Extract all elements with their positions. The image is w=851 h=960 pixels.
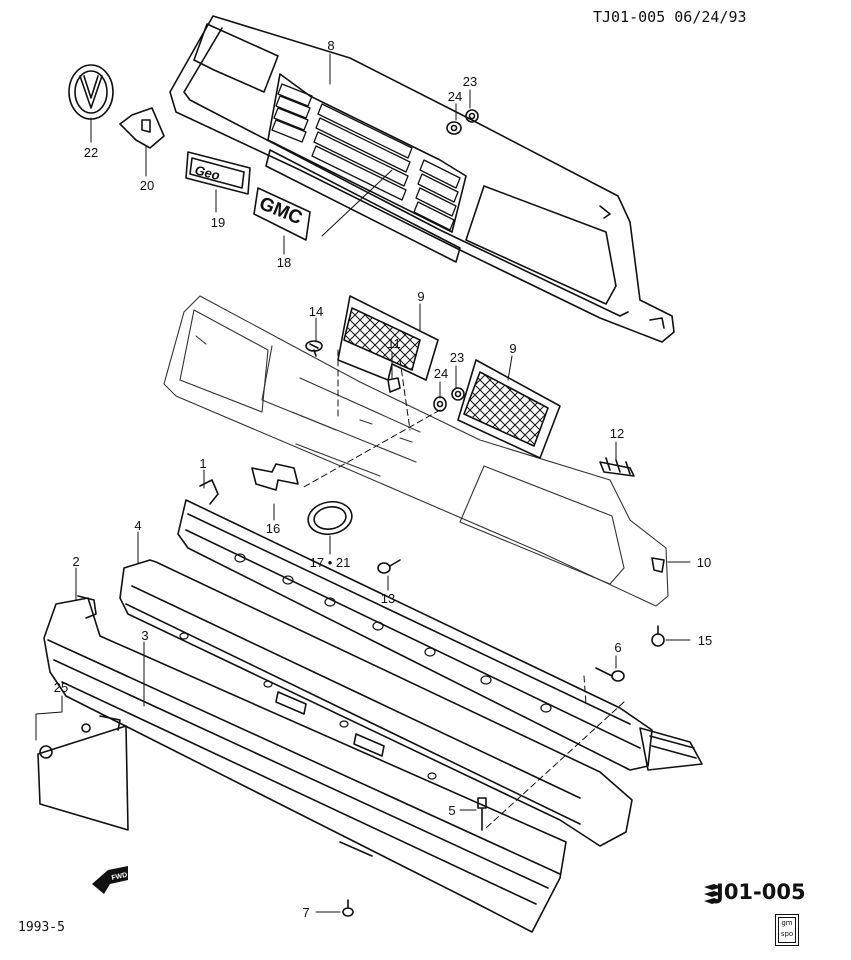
screw-part-13 — [377, 559, 401, 574]
gm-spo-logo-icon: gm spo — [775, 914, 799, 946]
callout-9a: 9 — [417, 289, 424, 304]
callout-18: 18 — [277, 255, 291, 270]
mesh-insert-part-9-right — [457, 359, 561, 459]
callout-4: 4 — [134, 518, 141, 533]
callout-16: 16 — [266, 521, 280, 536]
clip-nut-part-23-24-lower — [433, 387, 465, 412]
bowtie-emblem-part-16 — [251, 463, 299, 491]
oval-emblem-part-17-21 — [307, 500, 353, 536]
callout-23b: 23 — [450, 350, 464, 365]
drawing-reference: TJ01-005 06/24/93 — [593, 8, 747, 26]
suzuki-s-icon — [704, 884, 722, 904]
screw-part-14 — [305, 340, 323, 357]
gmc-badge-part-18 — [253, 187, 311, 241]
lower-grille-frame — [163, 295, 669, 607]
emblem-bracket-part-20 — [119, 107, 165, 149]
callout-11: 11 — [387, 336, 401, 351]
callout-13: 13 — [381, 591, 395, 606]
bumper-part-4 — [119, 559, 633, 847]
callout-8: 8 — [327, 38, 334, 53]
gm-logo-text: gm — [781, 919, 793, 927]
license-plate-bracket-part-25 — [37, 723, 129, 831]
bracket-part-12 — [599, 457, 635, 477]
clip-nut-part-23-24-upper — [446, 109, 479, 135]
callout-23a: 23 — [463, 74, 477, 89]
callout-5: 5 — [448, 803, 455, 818]
model-year-label: 1993-5 — [18, 920, 65, 935]
fwd-label: FWD — [111, 872, 128, 882]
callout-24a: 24 — [448, 89, 462, 104]
script-badge-part-19 — [185, 151, 251, 195]
callout-3: 3 — [141, 628, 148, 643]
screw-part-7 — [342, 899, 354, 917]
callout-10: 10 — [697, 555, 711, 570]
diagram-code: J01-005 — [716, 880, 806, 904]
nut-part-11 — [387, 377, 401, 393]
spo-logo-text: spo — [780, 930, 794, 938]
clip-part-10 — [651, 557, 665, 573]
callout-12: 12 — [610, 426, 624, 441]
callout-20: 20 — [140, 178, 154, 193]
callout-14: 14 — [309, 304, 323, 319]
callout-1: 1 — [199, 456, 206, 471]
callout-7: 7 — [302, 905, 309, 920]
callout-25: 25 — [54, 680, 68, 695]
callout-2: 2 — [72, 554, 79, 569]
bolt-part-6 — [595, 667, 625, 682]
callout-15: 15 — [698, 633, 712, 648]
callout-17-21: 17 • 21 — [310, 555, 351, 570]
upper-grille-part-8 — [169, 15, 675, 343]
callout-9b: 9 — [509, 341, 516, 356]
callout-6: 6 — [614, 640, 621, 655]
bolt-part-15 — [651, 625, 665, 647]
callout-19: 19 — [211, 215, 225, 230]
callout-22: 22 — [84, 145, 98, 160]
callout-24b: 24 — [434, 366, 448, 381]
bumper-fascia-part-2-3 — [43, 595, 567, 933]
bumper-reinforcement-part-1 — [177, 479, 703, 771]
bolt-part-5 — [477, 797, 487, 831]
